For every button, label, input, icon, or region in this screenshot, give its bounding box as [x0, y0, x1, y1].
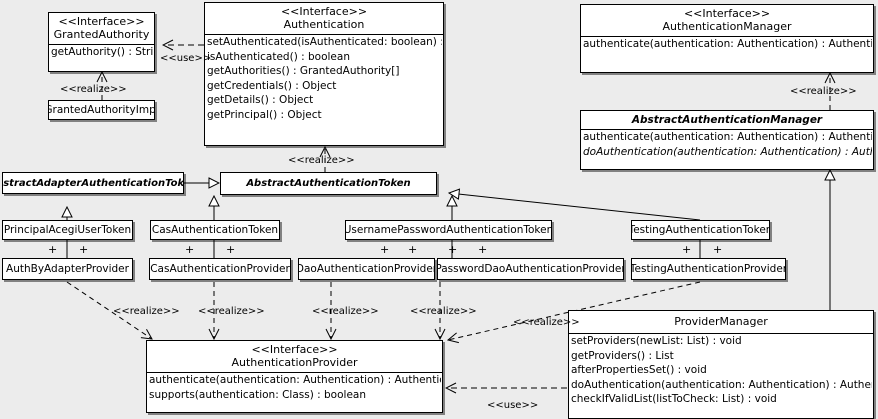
label-realize-cas-authentication-provider: <<realize>> [198, 306, 265, 317]
class-header: AbstractAuthenticationManager [581, 111, 873, 129]
operation: getAuthority() : String [51, 46, 153, 58]
operations-compartment: getAuthority() : String [49, 44, 154, 60]
class-abstract-authentication-token[interactable]: AbstractAuthenticationToken [220, 172, 437, 195]
operation: authenticate(authentication: Authenticat… [149, 374, 441, 386]
operations-compartment: setAuthenticated(isAuthenticated: boolea… [205, 34, 443, 122]
class-provider-manager[interactable]: ProviderManager setProviders(newList: Li… [568, 310, 874, 419]
class-granted-authority-impl[interactable]: GrantedAuthorityImpl [48, 100, 155, 120]
class-name: GrantedAuthority [53, 28, 150, 41]
class-abstract-adapter-authentication-token[interactable]: AbstractAdapterAuthenticationToken [2, 172, 184, 194]
class-header: <<Interface>> GrantedAuthority [49, 13, 154, 44]
class-name: Authentication [283, 18, 365, 31]
stereotype-label: <<Interface>> [58, 15, 145, 28]
class-password-dao-authentication-provider[interactable]: PasswordDaoAuthenticationProvider [437, 258, 624, 280]
plus-marker: + [48, 243, 58, 256]
operations-compartment: authenticate(authentication: Authenticat… [581, 36, 873, 52]
operation: isAuthenticated() : boolean [207, 50, 350, 63]
plus-marker: + [448, 243, 458, 256]
operations-compartment: authenticate(authentication: Authenticat… [147, 372, 442, 402]
class-authentication[interactable]: <<Interface>> Authentication setAuthenti… [204, 2, 444, 146]
class-name: AbstractAuthenticationToken [246, 178, 411, 189]
class-granted-authority[interactable]: <<Interface>> GrantedAuthority getAuthor… [48, 12, 155, 72]
class-header: ProviderManager [569, 311, 873, 333]
class-name: AuthenticationManager [662, 20, 792, 33]
operation: getDetails() : Object [207, 94, 314, 106]
plus-marker: + [226, 243, 236, 256]
operation: checkIfValidList(listToCheck: List) : vo… [571, 393, 777, 405]
label-realize-granted-authority-impl: <<realize>> [60, 84, 127, 95]
class-testing-authentication-token[interactable]: TestingAuthenticationToken [631, 220, 770, 240]
class-name: DaoAuthenticationProvider [298, 263, 435, 275]
class-cas-authentication-token[interactable]: CasAuthenticationToken [150, 220, 280, 240]
class-name: GrantedAuthorityImpl [48, 104, 155, 116]
class-name: PasswordDaoAuthenticationProvider [437, 263, 624, 275]
class-dao-authentication-provider[interactable]: DaoAuthenticationProvider [298, 258, 435, 280]
label-use-granted-authority: <<use>> [160, 53, 212, 64]
stereotype-label: <<Interface>> [683, 7, 771, 20]
class-abstract-authentication-manager[interactable]: AbstractAuthenticationManager authentica… [580, 110, 874, 170]
class-name: AuthenticationProvider [231, 356, 358, 369]
plus-marker: + [478, 243, 488, 256]
operation: getProviders() : List [571, 349, 674, 362]
class-principal-acegi-user-token[interactable]: PrincipalAcegiUserToken [2, 220, 133, 240]
operation: doAuthentication(authentication: Authent… [583, 145, 872, 158]
class-name: AbstractAuthenticationManager [631, 114, 823, 126]
plus-marker: + [380, 243, 390, 256]
class-testing-authentication-provider[interactable]: TestingAuthenticationProvider [631, 258, 786, 280]
operation: getAuthorities() : GrantedAuthority[] [207, 65, 400, 77]
class-name: ProviderManager [674, 315, 768, 328]
stereotype-label: <<Interface>> [280, 5, 368, 18]
operation: getPrincipal() : Object [207, 108, 322, 121]
class-header: <<Interface>> Authentication [205, 3, 443, 34]
class-auth-by-adapter-provider[interactable]: AuthByAdapterProvider [2, 258, 133, 280]
label-realize-auth-by-adapter-provider: <<realize>> [113, 306, 180, 317]
label-use-provider-manager: <<use>> [487, 400, 539, 411]
class-header: <<Interface>> AuthenticationManager [581, 5, 873, 36]
operation: supports(authentication: Class) : boolea… [149, 388, 366, 401]
operation: doAuthentication(authentication: Authent… [571, 378, 872, 391]
operations-compartment: setProviders(newList: List) : void getPr… [569, 333, 873, 407]
operation: setAuthenticated(isAuthenticated: boolea… [207, 36, 442, 48]
label-realize-dao-authentication-provider: <<realize>> [312, 306, 379, 317]
plus-marker: + [682, 243, 692, 256]
class-authentication-provider[interactable]: <<Interface>> AuthenticationProvider aut… [146, 340, 443, 413]
class-username-password-authentication-token[interactable]: UsernamePasswordAuthenticationToken [345, 220, 552, 240]
class-header: <<Interface>> AuthenticationProvider [147, 341, 442, 372]
label-realize-testing-authentication-provider: <<realize>> [513, 317, 580, 328]
label-realize-password-dao-authentication-provider: <<realize>> [410, 306, 477, 317]
operation: getCredentials() : Object [207, 79, 337, 92]
operation: setProviders(newList: List) : void [571, 335, 742, 347]
plus-marker: + [713, 243, 723, 256]
class-name: UsernamePasswordAuthenticationToken [345, 224, 552, 236]
plus-marker: + [185, 243, 195, 256]
label-realize-abstract-authentication-token: <<realize>> [288, 155, 355, 166]
class-authentication-manager[interactable]: <<Interface>> AuthenticationManager auth… [580, 4, 874, 73]
operation: authenticate(authentication: Authenticat… [583, 131, 872, 143]
operation: authenticate(authentication: Authenticat… [583, 38, 872, 50]
class-name: PrincipalAcegiUserToken [3, 224, 132, 236]
class-name: TestingAuthenticationProvider [631, 263, 786, 275]
class-name: CasAuthenticationProvider [150, 263, 290, 275]
stereotype-label: <<Interface>> [251, 343, 338, 356]
class-cas-authentication-provider[interactable]: CasAuthenticationProvider [149, 258, 291, 280]
class-name: AuthByAdapterProvider [6, 263, 129, 275]
plus-marker: + [79, 243, 89, 256]
class-name: TestingAuthenticationToken [631, 224, 770, 236]
class-name: CasAuthenticationToken [151, 224, 279, 236]
class-name: AbstractAdapterAuthenticationToken [3, 177, 184, 189]
operation: afterPropertiesSet() : void [571, 364, 707, 376]
operations-compartment: authenticate(authentication: Authenticat… [581, 129, 873, 159]
label-realize-abstract-authentication-manager: <<realize>> [790, 86, 857, 97]
plus-marker: + [408, 243, 418, 256]
